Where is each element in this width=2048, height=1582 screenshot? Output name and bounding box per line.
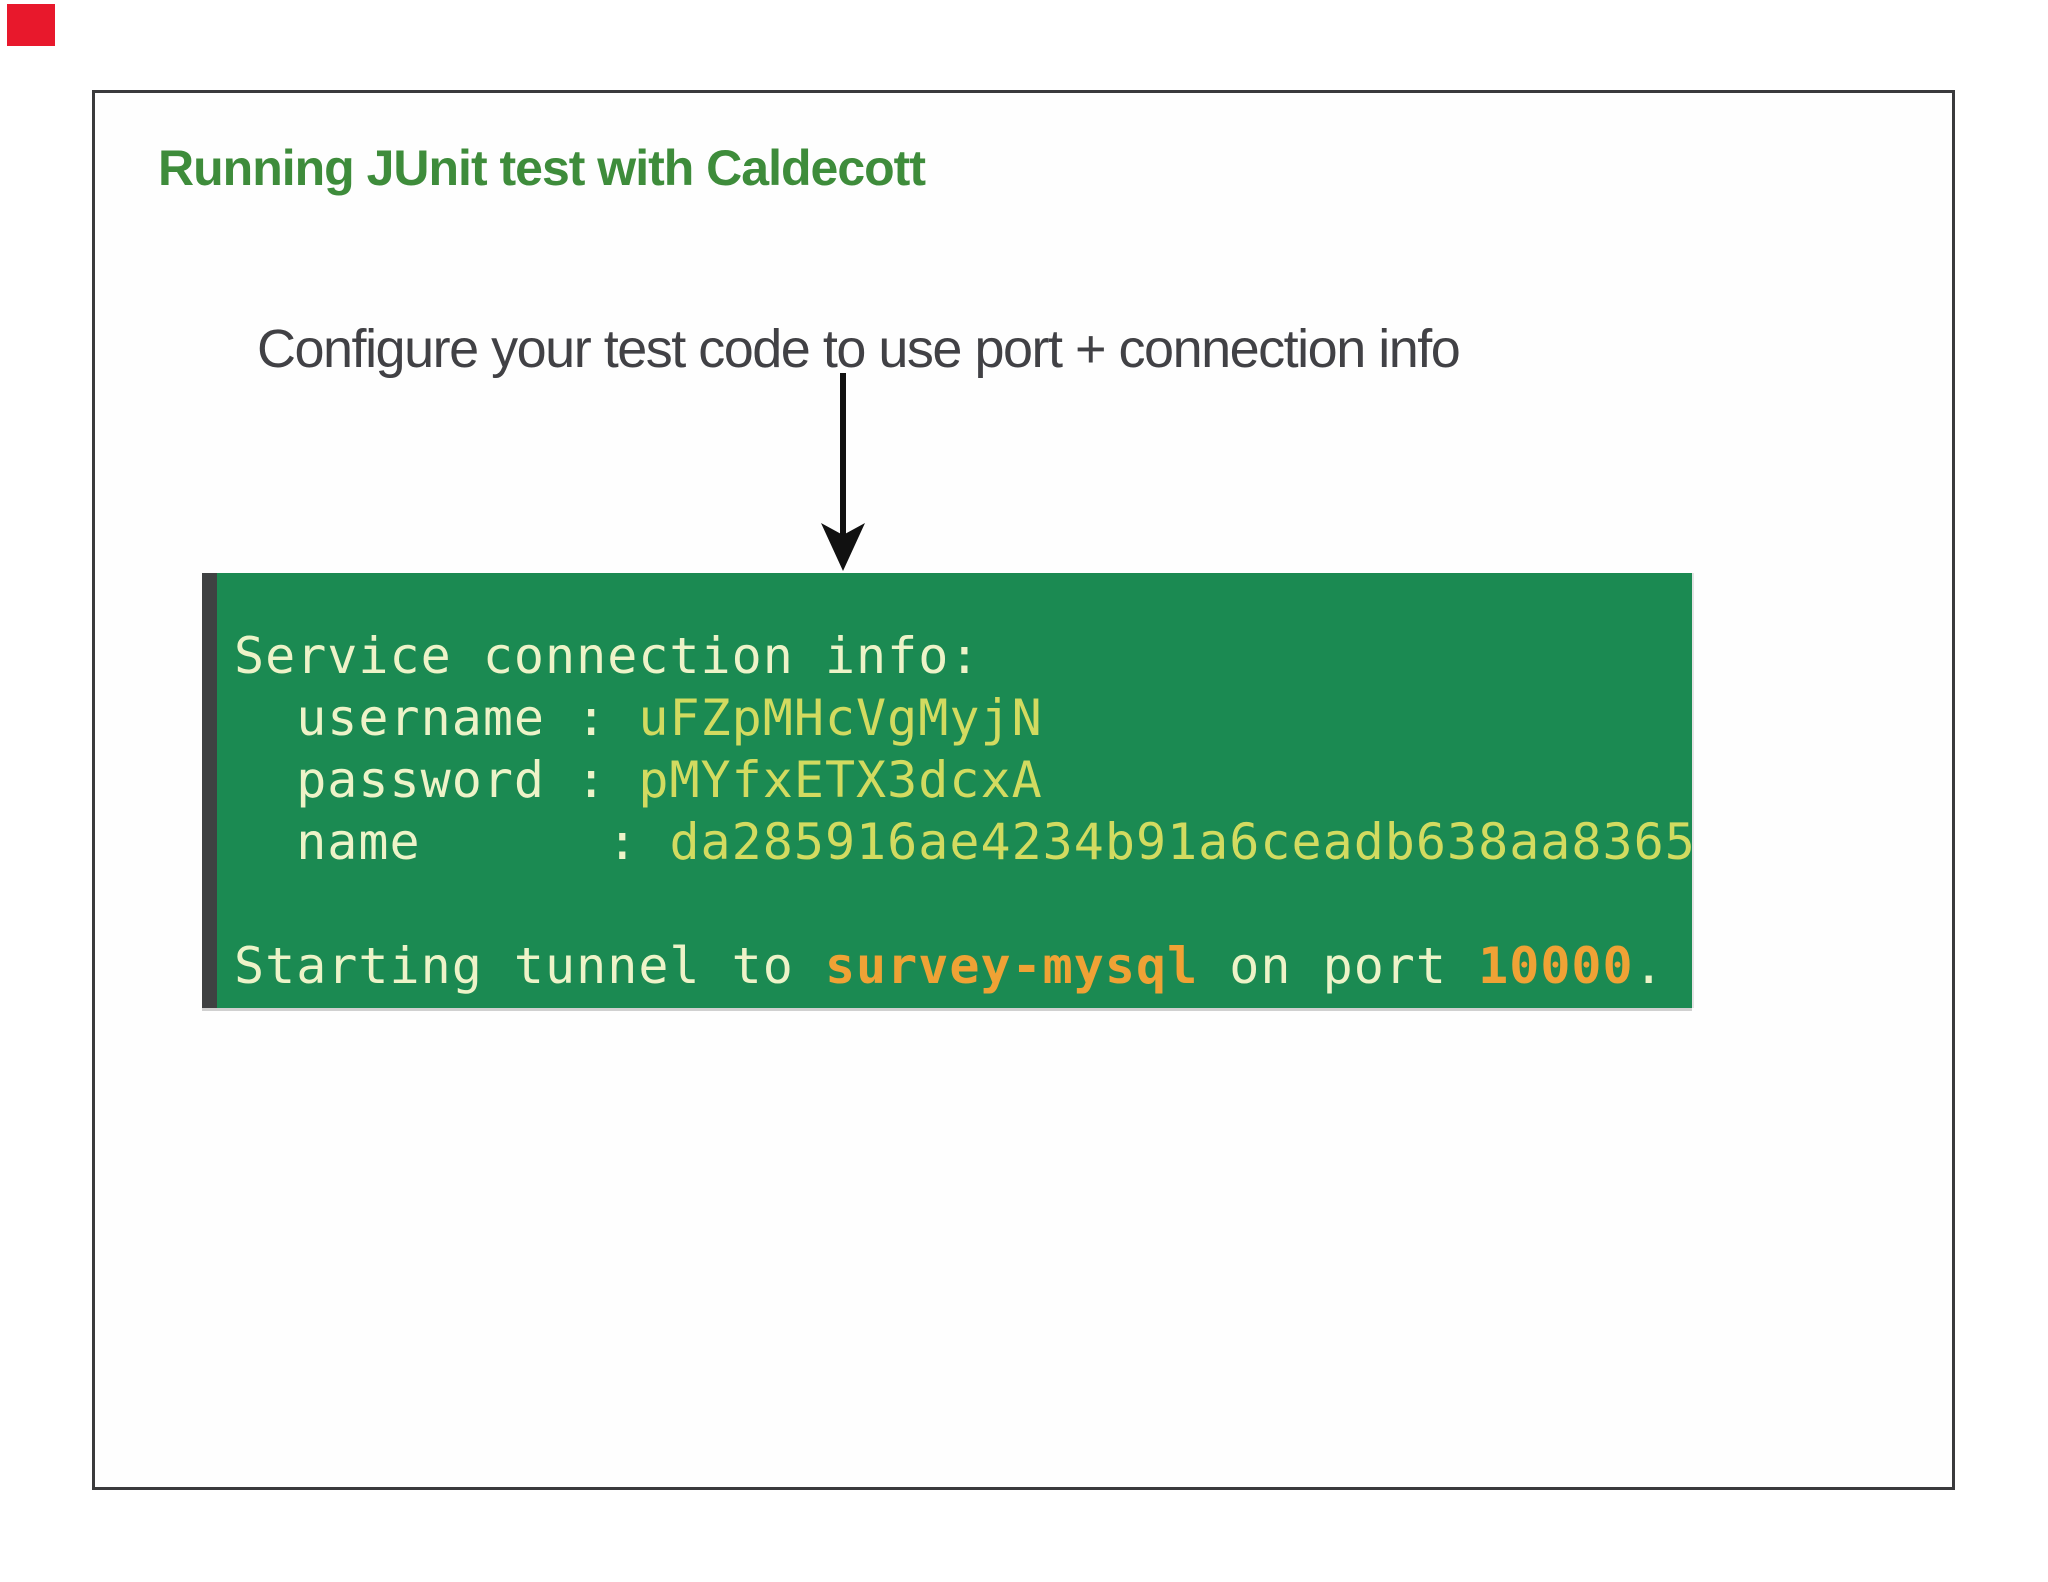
terminal-output: Service connection info: username : uFZp… [217,573,1696,997]
terminal-line: password : pMYfxETX3dcxA [234,751,1043,809]
terminal-line: Starting tunnel to survey-mysql on port … [234,937,1665,995]
red-corner-marker [7,4,55,46]
slide-frame: Running JUnit test with Caldecott Config… [92,90,1955,1490]
terminal-line: username : uFZpMHcVgMyjN [234,689,1043,747]
down-arrow-icon [821,373,865,571]
slide-title: Running JUnit test with Caldecott [158,140,926,196]
terminal-line: Service connection info: [234,627,981,685]
terminal-screenshot: Service connection info: username : uFZp… [202,573,1696,1008]
terminal-line: name : da285916ae4234b91a6ceadb638aa8365 [234,813,1696,871]
slide-subtitle: Configure your test code to use port + c… [257,319,1461,379]
terminal-line [234,873,1692,935]
